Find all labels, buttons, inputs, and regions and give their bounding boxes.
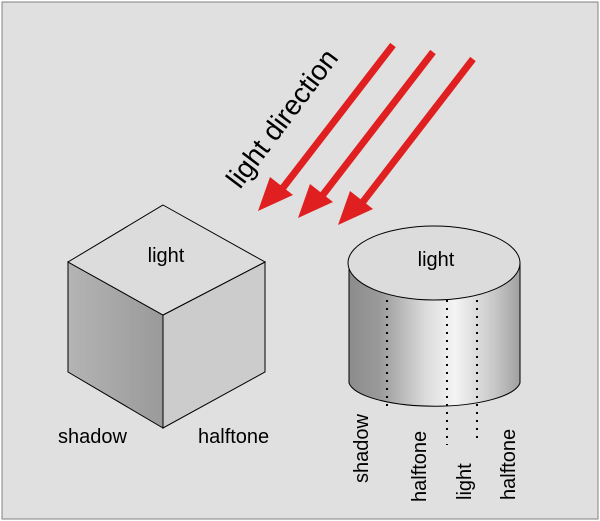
cube-top-face [67, 204, 267, 316]
cylinder-top-face [347, 225, 521, 301]
cube-top-label: light [148, 245, 185, 267]
cylinder-body [348, 262, 521, 407]
cube-halftone-label: halftone [198, 426, 269, 448]
cube [67, 204, 267, 429]
light-arrow-1 [258, 42, 396, 211]
cylinder-light-label: light [454, 463, 476, 500]
cylinder-zone-dividers [386, 300, 478, 445]
light-arrow-2 [298, 49, 436, 218]
cylinder-top-label: light [418, 249, 455, 271]
cube-shadow-label: shadow [58, 426, 127, 448]
light-arrows [258, 42, 476, 225]
cylinder-shadow-label: shadow [351, 414, 373, 483]
cylinder [347, 225, 521, 407]
cylinder-halftone-label-2: halftone [498, 429, 520, 500]
cylinder-halftone-label-1: halftone [409, 431, 431, 502]
light-arrow-3 [338, 56, 476, 225]
